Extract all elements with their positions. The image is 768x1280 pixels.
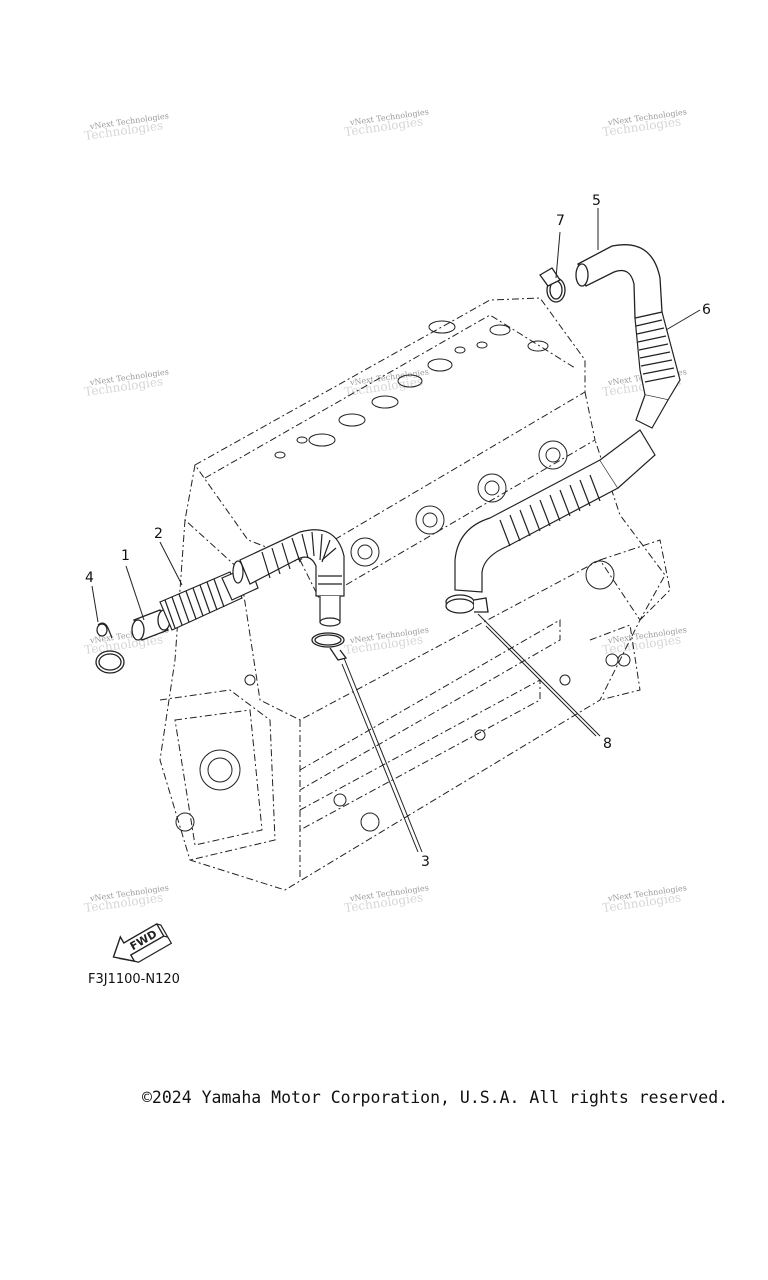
part-6-corrugated-hose [634,311,681,429]
watermark: Technologies vNext Technologies [601,625,687,657]
callout-1: 1 [121,548,130,564]
part-4-clip [96,622,113,639]
part-3-clamp [311,632,348,661]
part-1-pipe [131,609,171,641]
middle-elbow-hose [239,529,345,627]
watermark: Technologies vNext Technologies [343,625,429,657]
callout-labels: 1 2 3 4 5 6 7 8 [85,193,711,870]
watermark: Technologies vNext Technologies [83,367,169,399]
watermark: Technologies vNext Technologies [601,107,687,139]
callout-8: 8 [603,736,612,752]
part-4-o-ring [95,650,125,674]
watermark: Technologies vNext Technologies [83,111,169,143]
leader-lines [91,208,701,853]
callout-2: 2 [154,526,163,542]
watermark: Technologies vNext Technologies [343,107,429,139]
watermark: Technologies vNext Technologies [83,883,169,915]
callout-4: 4 [85,570,94,586]
right-corrugated-hose [454,429,656,593]
callout-5: 5 [592,193,601,209]
callout-7: 7 [556,213,565,229]
watermark: Technologies vNext Technologies [343,367,429,399]
part-8-clamp [445,594,489,614]
callout-6: 6 [702,302,711,318]
watermark: Technologies vNext Technologies [343,883,429,915]
part-7-clamp [539,267,566,303]
part-code: F3J1100-N120 [88,972,180,987]
part-5-elbow-hose [575,244,663,319]
fwd-arrow-icon: FWD [112,922,173,963]
watermark: Technologies vNext Technologies [601,883,687,915]
copyright-notice: ©2024 Yamaha Motor Corporation, U.S.A. A… [142,1088,729,1107]
head-details [175,320,631,832]
callout-3: 3 [421,854,430,870]
